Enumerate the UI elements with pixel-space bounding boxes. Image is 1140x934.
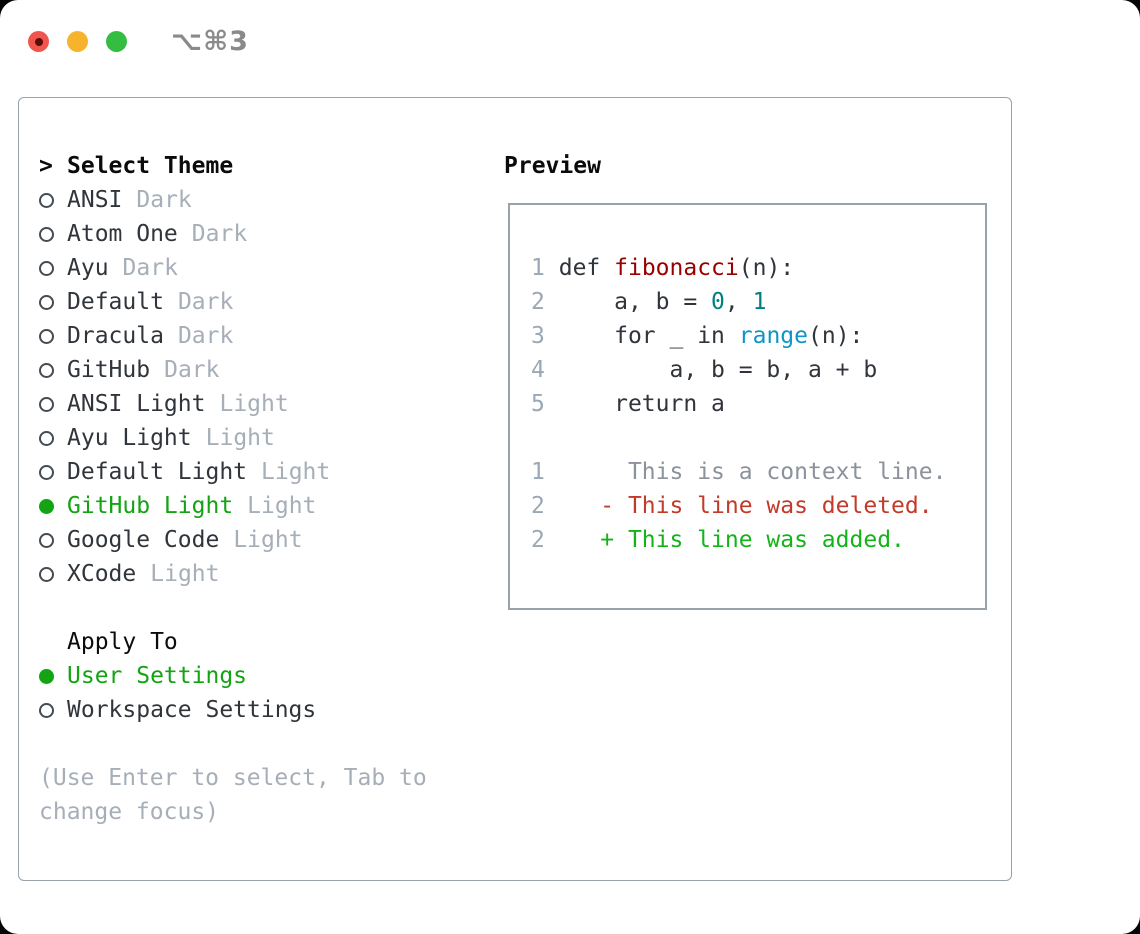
close-button[interactable] [28, 31, 49, 52]
theme-name: ANSI Light [67, 391, 206, 417]
theme-variant-tag: Dark [164, 357, 220, 383]
radio-icon [39, 192, 54, 208]
theme-variant-tag: Light [233, 527, 303, 553]
theme-option-github-light[interactable]: GitHub Light Light [39, 489, 459, 523]
titlebar: ⌥⌘3 [28, 26, 249, 57]
theme-name: Ayu Light [67, 425, 192, 451]
theme-name: GitHub [67, 357, 151, 383]
radio-icon [39, 226, 54, 242]
theme-list-header: > Select Theme [39, 149, 459, 183]
theme-option-default-light[interactable]: Default Light Light [39, 455, 459, 489]
theme-variant-tag: Dark [191, 221, 248, 247]
theme-variant-tag: Dark [122, 255, 178, 281]
apply-option-workspace-settings[interactable]: Workspace Settings [39, 693, 459, 727]
theme-name: Atom One [67, 221, 178, 247]
diff-context-line: 1 This is a context line. [531, 459, 947, 485]
radio-icon [39, 362, 54, 378]
theme-name: Google Code [67, 527, 220, 553]
theme-name: Ayu [67, 255, 109, 281]
theme-name: Dracula [67, 323, 164, 349]
radio-icon [39, 260, 54, 276]
radio-icon [39, 532, 54, 548]
theme-option-ayu[interactable]: Ayu Dark [39, 251, 459, 285]
theme-option-ansi-light[interactable]: ANSI Light Light [39, 387, 459, 421]
theme-name: XCode [67, 561, 137, 587]
code-line-4: 4 a, b = b, a + b [531, 357, 878, 383]
theme-option-dracula[interactable]: Dracula Dark [39, 319, 459, 353]
radio-icon [39, 396, 54, 412]
theme-name: GitHub Light [67, 493, 234, 519]
record-dot-icon [34, 37, 43, 46]
keyboard-hint: (Use Enter to select, Tab to change focu… [39, 765, 427, 825]
theme-variant-tag: Light [219, 391, 289, 417]
apply-to-title: Apply To [67, 629, 178, 655]
radio-icon [39, 430, 54, 446]
radio-icon [39, 294, 54, 310]
theme-option-github[interactable]: GitHub Dark [39, 353, 459, 387]
window-title: ⌥⌘3 [171, 26, 249, 57]
diff-added-line: 2 + This line was added. [531, 527, 905, 553]
theme-variant-tag: Light [150, 561, 220, 587]
diff-deleted-line: 2 - This line was deleted. [531, 493, 933, 519]
code-line-2: 2 a, b = 0, 1 [531, 289, 767, 315]
radio-icon [39, 328, 54, 344]
radio-icon [39, 566, 54, 582]
radio-selected-icon [39, 668, 54, 684]
theme-option-google-code[interactable]: Google Code Light [39, 523, 459, 557]
radio-icon [39, 702, 54, 718]
preview-box: 1 def fibonacci(n): 2 a, b = 0, 1 3 for _ … [508, 203, 987, 610]
spacer [39, 635, 54, 650]
theme-option-ansi[interactable]: ANSI Dark [39, 183, 459, 217]
theme-name: ANSI [67, 187, 123, 213]
code-line-5: 5 return a [531, 391, 725, 417]
theme-variant-tag: Dark [136, 187, 192, 213]
radio-icon [39, 464, 54, 480]
theme-option-ayu-light[interactable]: Ayu Light Light [39, 421, 459, 455]
theme-variant-tag: Dark [177, 289, 234, 315]
apply-option-user-settings[interactable]: User Settings [39, 659, 459, 693]
apply-option-label: User Settings [67, 663, 248, 689]
theme-option-default[interactable]: Default Dark [39, 285, 459, 319]
theme-variant-tag: Light [205, 425, 275, 451]
code-line-3: 3 for _ in range(n): [531, 323, 864, 349]
theme-variant-tag: Light [247, 493, 317, 519]
maximize-button[interactable] [106, 31, 127, 52]
preview-code: 1 def fibonacci(n): 2 a, b = 0, 1 3 for _ … [531, 251, 985, 557]
apply-option-label: Workspace Settings [67, 697, 317, 723]
theme-option-xcode[interactable]: XCode Light [39, 557, 459, 591]
focus-arrow-icon: > [39, 153, 53, 179]
minimize-button[interactable] [67, 31, 88, 52]
theme-name: Default Light [67, 459, 248, 485]
code-line-1: 1 def fibonacci(n): [531, 255, 795, 281]
radio-selected-icon [39, 498, 54, 514]
apply-to-header: Apply To [39, 625, 459, 659]
theme-variant-tag: Light [261, 459, 331, 485]
theme-variant-tag: Dark [177, 323, 234, 349]
preview-title: Preview [504, 153, 601, 179]
blank-line [531, 421, 985, 455]
theme-option-atom-one[interactable]: Atom One Dark [39, 217, 459, 251]
theme-name: Default [67, 289, 164, 315]
theme-list-title: Select Theme [67, 153, 234, 179]
